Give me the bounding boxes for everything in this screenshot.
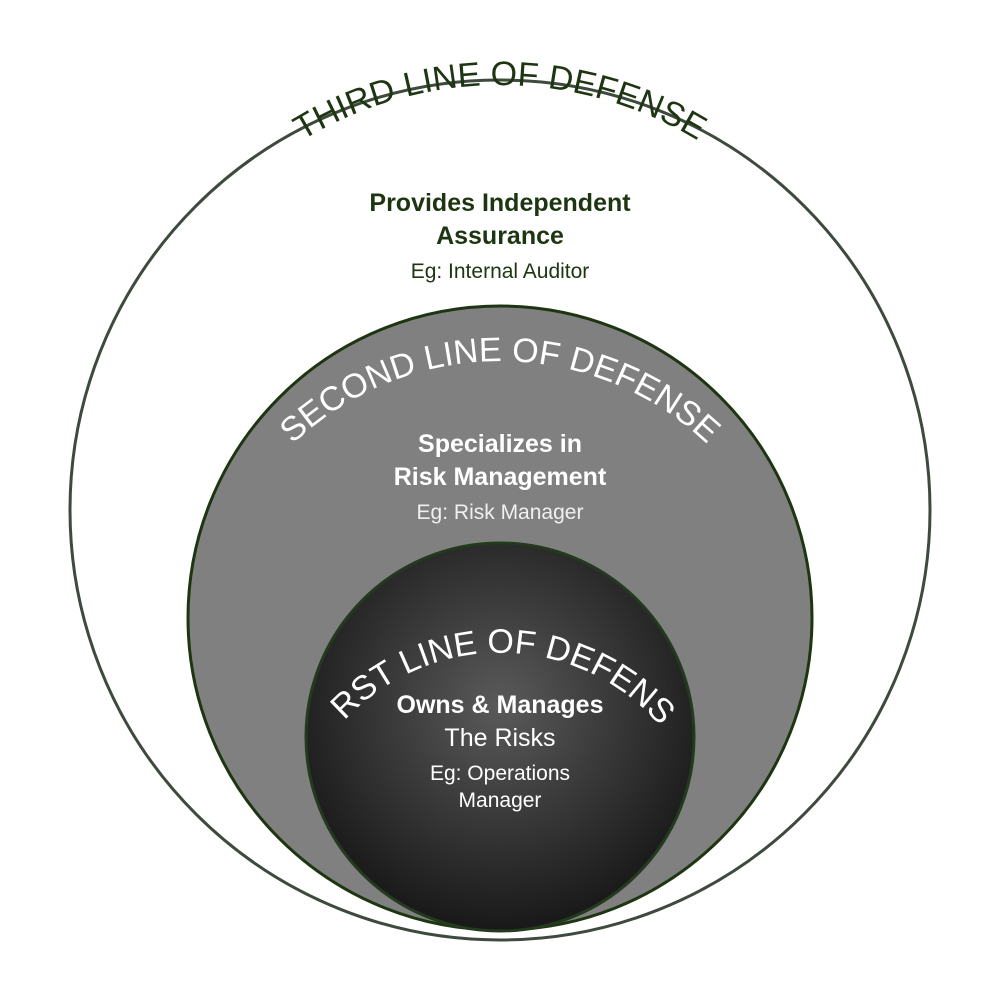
second-line-heading-2: Risk Management (393, 462, 607, 491)
first-line-description: Owns & Manages The Risks Eg: Operations … (330, 689, 670, 815)
second-line-example: Eg: Risk Manager (416, 501, 584, 524)
third-line-heading-2: Assurance (436, 221, 564, 250)
first-line-example-1: Eg: Operations (429, 762, 571, 785)
third-line-heading-1: Provides Independent (369, 189, 631, 217)
first-line-circle (304, 541, 696, 933)
first-line-heading-1: Owns & Manages (396, 691, 604, 719)
third-line-example: Eg: Internal Auditor (410, 260, 590, 283)
second-line-heading-1: Specializes in (418, 430, 582, 458)
first-line-heading-2: The Risks (444, 723, 556, 752)
first-line-example-2: Manager (458, 789, 542, 813)
second-line-description: Specializes in Risk Management Eg: Risk … (300, 428, 700, 526)
third-line-description: Provides Independent Assurance Eg: Inter… (300, 187, 700, 285)
